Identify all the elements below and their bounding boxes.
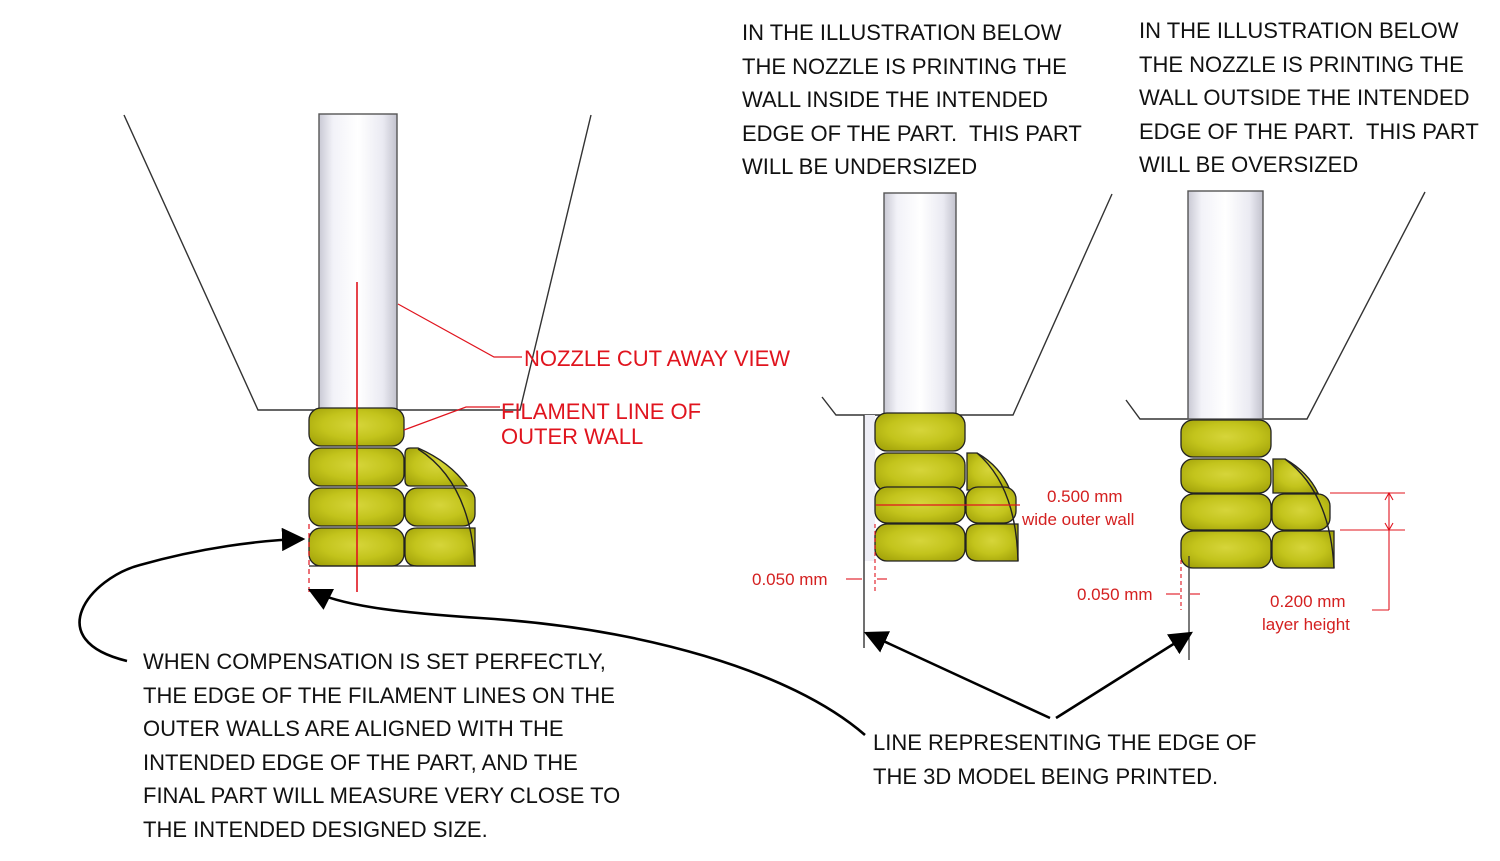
nozzle-body-outline — [821, 193, 1113, 416]
filament-line — [874, 452, 966, 492]
note-line: WALL OUTSIDE THE INTENDED — [1139, 85, 1470, 110]
layer-height-arrow — [1384, 522, 1394, 532]
filament-line-inner — [404, 447, 469, 487]
nozzle-diagram-oversized: 0.050 mm 0.200 mm layer height — [1077, 190, 1426, 660]
layer-height-value: 0.200 mm — [1270, 592, 1346, 611]
nozzle-bore — [318, 113, 398, 411]
offset-value-right: 0.050 mm — [1077, 585, 1153, 604]
wall-width-caption: wide outer wall — [1021, 510, 1134, 529]
nozzle-bore — [883, 192, 957, 416]
nozzle-diagram-perfect: NOZZLE CUT AWAY VIEW FILAMENT LINE OF OU… — [123, 113, 790, 592]
filament-line — [874, 523, 966, 562]
note-line: EDGE OF THE PART. THIS PART — [1139, 118, 1479, 144]
filament-line-leader — [403, 406, 500, 431]
nozzle-bore — [1187, 190, 1264, 420]
note-line: THE EDGE OF THE FILAMENT LINES ON THE — [143, 682, 615, 708]
note-line: IN THE ILLUSTRATION BELOW — [742, 20, 1062, 45]
filament-line-inner — [1271, 493, 1331, 531]
note-line: WHEN COMPENSATION IS SET PERFECTLY, — [143, 649, 606, 674]
filament-line — [1180, 493, 1272, 531]
note-line: INTENDED EDGE OF THE PART, AND THE — [143, 749, 578, 775]
nozzle-diagram-undersized: 0.500 mm wide outer wall 0.050 mm — [752, 192, 1134, 648]
filament-stack — [308, 407, 476, 567]
note-line: THE 3D MODEL BEING PRINTED. — [873, 763, 1219, 789]
oversized-note: IN THE ILLUSTRATION BELOW THE NOZZLE IS … — [1139, 14, 1479, 182]
model-edge-arrow-mid — [863, 631, 1051, 720]
filament-line — [1180, 458, 1272, 494]
filament-line-inner — [404, 527, 476, 567]
filament-line-inner — [1271, 530, 1335, 569]
note-line: WALL INSIDE THE INTENDED — [742, 87, 1049, 112]
layer-height-caption: layer height — [1262, 615, 1350, 634]
compensation-arrow — [78, 527, 306, 663]
filament-line-inner — [404, 487, 476, 527]
filament-line — [1180, 530, 1272, 569]
filament-line-label: OUTER WALL — [501, 424, 643, 449]
filament-line-inner — [966, 452, 1011, 491]
filament-line — [874, 412, 966, 452]
model-edge-gap — [864, 415, 875, 561]
note-line: WILL BE UNDERSIZED — [742, 154, 978, 179]
wall-width-value: 0.500 mm — [1047, 487, 1123, 506]
filament-line-label: FILAMENT LINE OF — [501, 399, 701, 424]
undersized-note: IN THE ILLUSTRATION BELOW THE NOZZLE IS … — [742, 16, 1082, 184]
layer-height-arrow — [1384, 491, 1394, 501]
filament-line-inner — [965, 523, 1019, 562]
model-edge-arrow-right — [1055, 631, 1193, 720]
note-line: IN THE ILLUSTRATION BELOW — [1139, 18, 1459, 43]
model-edge-arrow — [307, 588, 866, 736]
model-edge-note: LINE REPRESENTING THE EDGE OF THE 3D MOD… — [873, 726, 1256, 793]
note-line: OUTER WALLS ARE ALIGNED WITH THE — [143, 716, 564, 741]
note-line: THE NOZZLE IS PRINTING THE — [742, 53, 1067, 79]
note-line: LINE REPRESENTING THE EDGE OF — [873, 730, 1257, 755]
note-line: EDGE OF THE PART. THIS PART — [742, 120, 1082, 146]
note-line: THE NOZZLE IS PRINTING THE — [1139, 51, 1464, 77]
filament-line — [1180, 419, 1272, 458]
filament-profile-curve — [1284, 458, 1335, 569]
note-line: WILL BE OVERSIZED — [1139, 152, 1359, 177]
filament-profile-curve — [976, 452, 1019, 562]
filament-profile-curve — [417, 448, 476, 567]
nozzle-cutaway-label: NOZZLE CUT AWAY VIEW — [524, 346, 790, 371]
offset-value-left: 0.050 mm — [752, 570, 828, 589]
note-line: THE INTENDED DESIGNED SIZE. — [143, 816, 488, 842]
pointer-arrows — [78, 527, 1193, 736]
nozzle-cutaway-leader — [397, 303, 522, 358]
compensation-note: WHEN COMPENSATION IS SET PERFECTLY, THE … — [143, 645, 620, 846]
nozzle-body-outline — [1125, 191, 1426, 420]
note-line: FINAL PART WILL MEASURE VERY CLOSE TO — [143, 783, 621, 808]
